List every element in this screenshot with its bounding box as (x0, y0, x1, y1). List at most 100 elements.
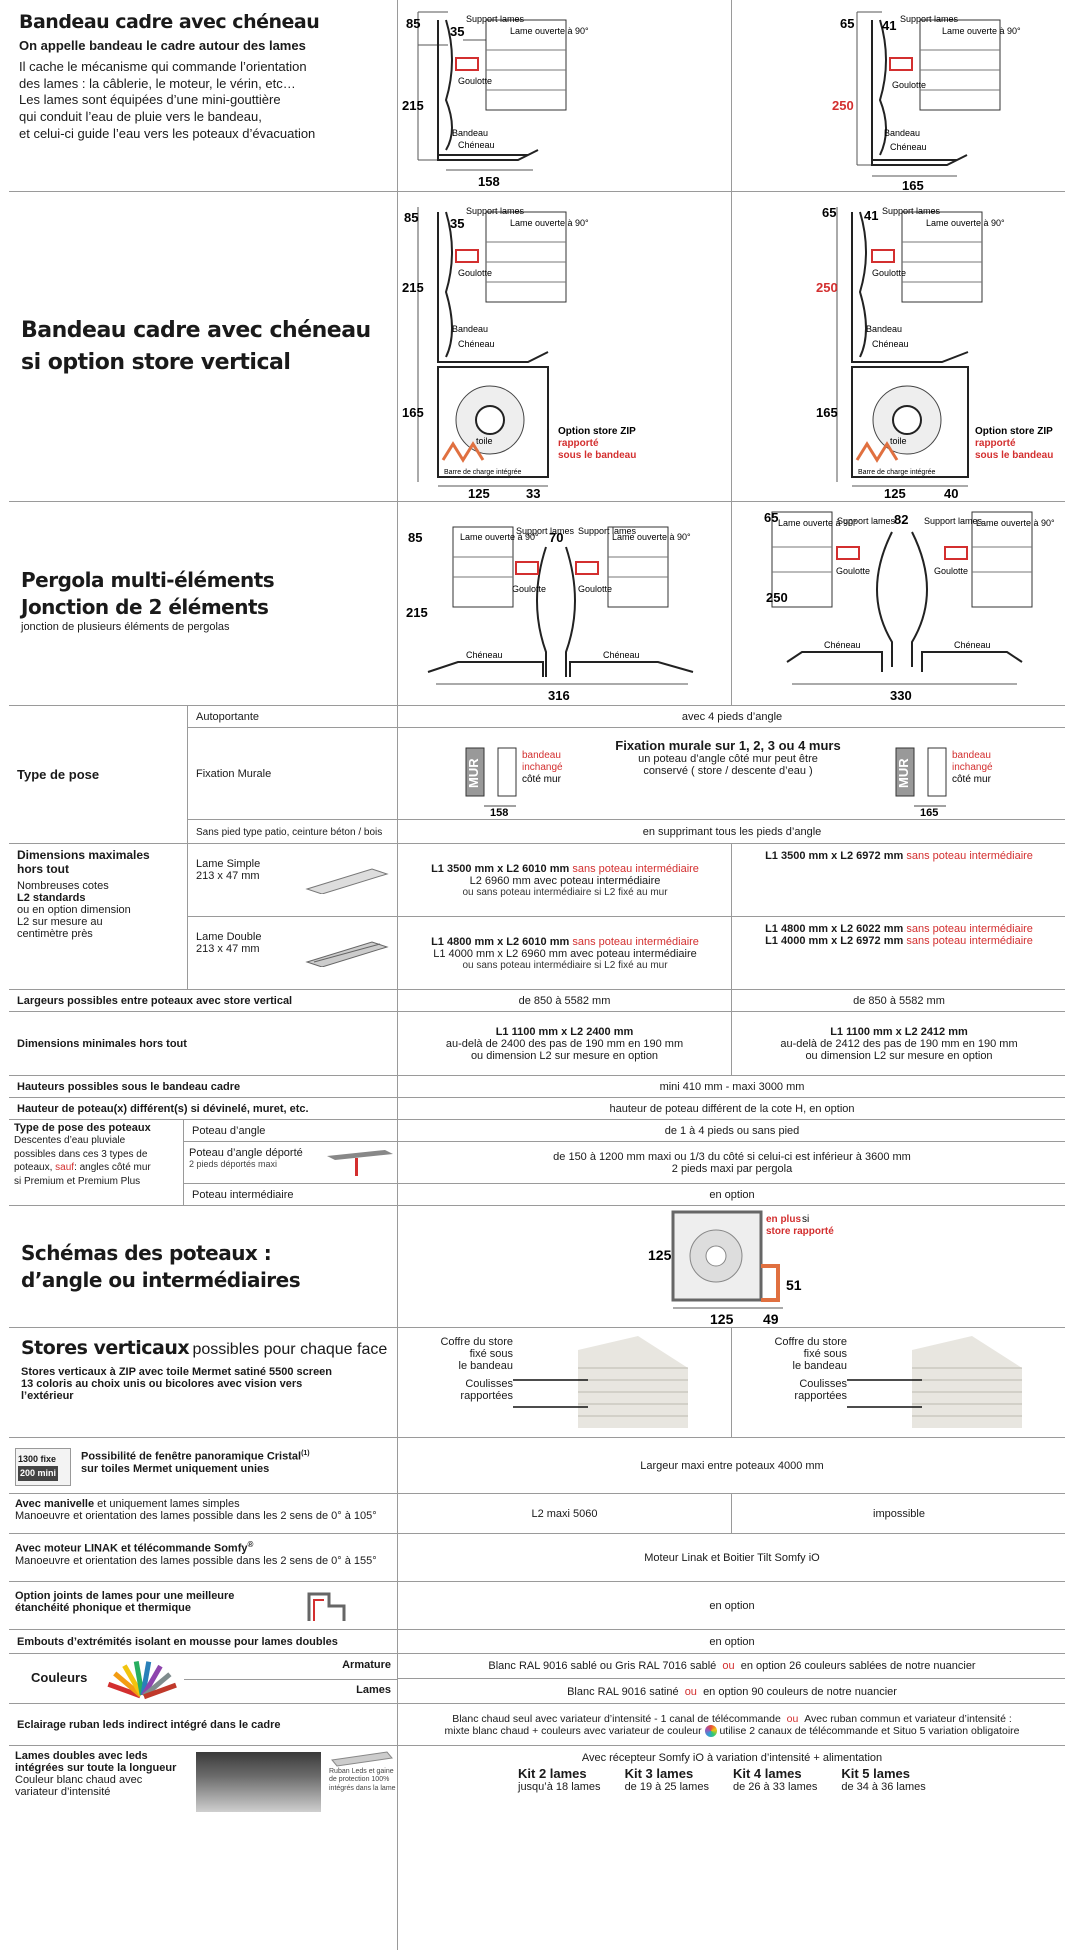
ruban-3: intégrés dans la lame (329, 1784, 396, 1792)
right-w-total: 165 (902, 178, 924, 191)
label-bandeau: Bandeau (452, 128, 488, 138)
row1-diagram-right: 65 41 250 165 Support lames Lame ouverte… (732, 0, 1065, 191)
eclairage-1b: Avec ruban commun et variateur d’intensi… (804, 1712, 1012, 1725)
pose-content: Autoportante avec 4 pieds d’angle Fixati… (188, 706, 1065, 843)
j-label-cheneau-1r: Chéneau (824, 640, 861, 650)
schemas-title-2: d’angle ou intermédiaires (21, 1268, 301, 1292)
largeurs-right: de 850 à 5582 mm (853, 994, 945, 1007)
kit-name: Kit 2 lames (518, 1766, 587, 1781)
poteaux-label: Type de pose des poteaux Descentes d’eau… (9, 1120, 184, 1205)
row-largeurs: Largeurs possibles entre poteaux avec st… (9, 990, 1065, 1012)
manivelle-right: impossible (873, 1507, 925, 1520)
dims-simple-right: L1 3500 mm x L2 6972 mm sans poteau inte… (732, 844, 1065, 917)
poteaux-title: Type de pose des poteaux (14, 1122, 151, 1134)
lames-val-1: Blanc RAL 9016 satiné (567, 1685, 679, 1698)
hpoteau-val: hauteur de poteau différent de la cote H… (609, 1102, 855, 1115)
stores-desc-2: 13 coloris au choix unis ou bicolores av… (21, 1377, 303, 1390)
j-left-h-main: 215 (406, 605, 428, 620)
armature-val-1: Blanc RAL 9016 sablé ou Gris RAL 7016 sa… (488, 1660, 717, 1672)
joint-icon (307, 1592, 346, 1621)
embouts-label: Embouts d’extrémités isolant en mousse p… (9, 1630, 398, 1653)
schema-w125: 125 (710, 1311, 734, 1327)
label-bandeau-r: Bandeau (884, 128, 920, 138)
row3-description: Pergola multi-éléments Jonction de 2 élé… (9, 502, 398, 705)
stores-left: Coffre du store fixé sous le bandeau Cou… (398, 1328, 732, 1437)
manivelle-desc: Manoeuvre et orientation des lames possi… (15, 1510, 377, 1522)
schema-h125: 125 (648, 1247, 672, 1263)
doubles-title-1: Lames doubles avec leds (15, 1750, 148, 1762)
lame-double-name: Lame Double (196, 931, 262, 943)
j-label-lame-1r: Lame ouverte à 90° (778, 518, 857, 528)
armature-val-2: en option 26 couleurs sablées de notre n… (740, 1660, 976, 1672)
row-eclairage: Eclairage ruban leds indirect intégré da… (9, 1704, 1065, 1746)
eclairage-ou: ou (786, 1712, 799, 1725)
s-label-cheneau: Chéneau (458, 339, 495, 349)
row-store-vertical: Bandeau cadre avec chéneau si option sto… (9, 192, 1065, 502)
j-label-support-2: Support lames (578, 526, 637, 536)
doubles-desc-1: Couleur blanc chaud avec (15, 1774, 143, 1786)
s-label-zip1: Option store ZIP (558, 426, 636, 437)
color-wheel-icon (704, 1724, 717, 1737)
kit-name: Kit 5 lames (841, 1766, 910, 1781)
poteaux-desc-2: possibles dans ces 3 types de (14, 1148, 148, 1160)
cristal-fixe: 1300 fixe (18, 1454, 57, 1464)
row2-diagram-right: 65 41 250 165 125 40 Support lames Lame … (732, 192, 1065, 501)
j-label-goulotte-2: Goulotte (578, 584, 612, 594)
simple-left-sans: sans poteau intermédiaire (572, 862, 699, 875)
ruban-text: Ruban Leds et gaine de protection 100% i… (329, 1768, 396, 1793)
hauteurs-label: Hauteurs possibles sous le bandeau cadre (9, 1076, 398, 1097)
lame-double-size: 213 x 47 mm (196, 943, 260, 955)
j-label-goulotte-2r: Goulotte (934, 566, 968, 576)
j-label-goulotte-1: Goulotte (512, 584, 546, 594)
row3-title-1: Pergola multi-éléments (21, 568, 275, 592)
deporte-val-2: 2 pieds maxi par pergola (671, 1163, 793, 1175)
joints-label: Option joints de lames pour une meilleur… (9, 1582, 398, 1629)
s-right-h-top: 65 (822, 205, 836, 220)
double-right-sans-2: sans poteau intermédiaire (906, 935, 1033, 947)
cristal-mini: 200 mini (18, 1466, 59, 1481)
kit-name: Kit 4 lames (732, 1766, 802, 1781)
cristal-sup: (1) (301, 1450, 310, 1457)
s-label-toile: toile (476, 436, 493, 446)
joints-label-1: Option joints de lames pour une meilleur… (15, 1590, 235, 1602)
couleurs-values: Blanc RAL 9016 sablé ou Gris RAL 7016 sa… (398, 1654, 1065, 1703)
mur-cote-right: côté mur (952, 774, 992, 785)
label-cheneau-r: Chéneau (890, 142, 927, 152)
schema-enplus: en plus (766, 1214, 801, 1225)
row-cristal: 1300 fixe 200 mini Possibilité de fenêtr… (9, 1438, 1065, 1494)
led-photo (196, 1752, 321, 1812)
j-left-w-total: 316 (548, 688, 570, 703)
j-label-support-1: Support lames (516, 526, 575, 536)
dimmin-left-2: au-delà de 2400 des pas de 190 mm en 190… (445, 1037, 684, 1050)
row-hauteur-poteau: Hauteur de poteau(x) différent(s) si dév… (9, 1098, 1065, 1120)
label-lame: Lame ouverte à 90° (510, 26, 589, 36)
poteaux-desc-5: si Premium et Premium Plus (14, 1175, 141, 1187)
s-label-zip2-r: rapporté (975, 438, 1016, 449)
doubles-recepteur: Avec récepteur Somfy iO à variation d’in… (581, 1752, 883, 1764)
label-support: Support lames (466, 14, 525, 24)
pose-sans: Sans pied type patio, ceinture béton / b… (188, 820, 398, 843)
schemas-diagram: 125 125 51 49 en plus si store rapporté (398, 1206, 1065, 1327)
row2-diagram-left: 85 35 215 165 125 33 Support lames Lame … (398, 192, 732, 501)
coffre-2: fixé sous (469, 1348, 513, 1360)
dimmin-left-1: L1 1100 mm x L2 2400 mm (495, 1025, 634, 1038)
cristal-text-1: Possibilité de fenêtre panoramique Crist… (81, 1450, 302, 1463)
moteur-desc: Manoeuvre et orientation des lames possi… (15, 1554, 377, 1567)
row1-title: Bandeau cadre avec chéneau (19, 11, 320, 33)
j-right-w-mid: 82 (894, 512, 908, 527)
j-label-cheneau-1: Chéneau (466, 650, 503, 660)
poteau-deporte-icon (327, 1150, 393, 1176)
stores-label: Stores verticaux possibles pour chaque f… (9, 1328, 398, 1437)
poteaux-desc-3: poteaux, (14, 1162, 53, 1173)
largeurs-left: de 850 à 5582 mm (398, 990, 732, 1011)
simple-left-note: ou sans poteau intermédiaire si L2 fixé … (462, 886, 668, 898)
dimmin-label: Dimensions minimales hors tout (9, 1012, 398, 1075)
s-label-goulotte: Goulotte (458, 268, 492, 278)
couleurs-title: Couleurs (31, 1670, 88, 1685)
stores-right-text: Coffre du store fixé sous le bandeau Cou… (762, 1336, 847, 1402)
row1-desc: Il cache le mécanisme qui commande l’ori… (19, 58, 316, 142)
dims-values-right: L1 3500 mm x L2 6972 mm sans poteau inte… (732, 844, 1065, 989)
row3-diagram-left: 85 70 215 316 Lame ouverte à 90° Lame ou… (398, 502, 732, 705)
kit-name: Kit 3 lames (624, 1766, 694, 1781)
j-label-support-2r: Support lames (924, 516, 983, 526)
